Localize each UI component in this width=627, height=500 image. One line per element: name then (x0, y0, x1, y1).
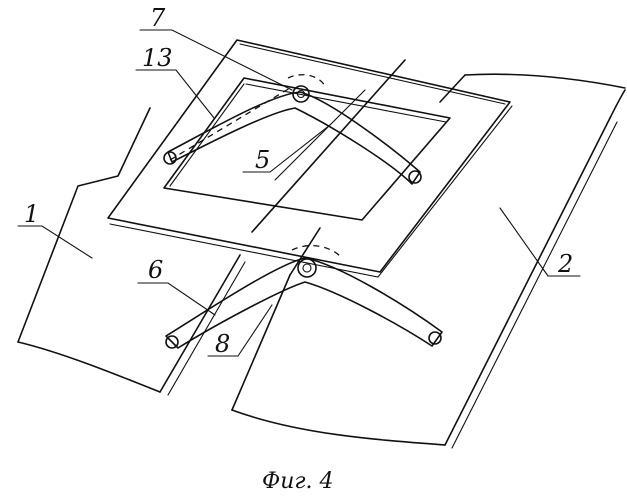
label-2-text: 2 (557, 250, 573, 278)
lower-lever-6 (166, 246, 442, 348)
plate-1 (18, 60, 405, 395)
label-13-text: 13 (142, 44, 173, 72)
label-6-text: 6 (148, 256, 163, 284)
upper-lever-5 (164, 75, 421, 184)
label-5-text: 5 (255, 146, 270, 174)
label-7-text: 7 (150, 4, 166, 32)
label-1-text: 1 (24, 200, 39, 228)
dashed-link-13 (170, 88, 290, 160)
label-1: 1 (18, 200, 92, 258)
label-13: 13 (136, 44, 214, 118)
label-8-text: 8 (215, 330, 230, 358)
label-6: 6 (138, 256, 215, 315)
label-5: 5 (243, 125, 330, 174)
figure-caption: Фиг. 4 (262, 469, 334, 494)
